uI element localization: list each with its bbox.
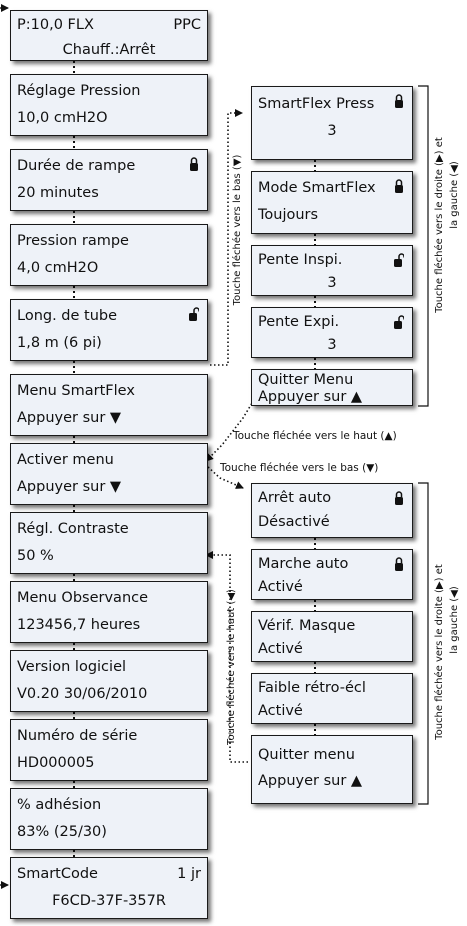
lock-closed-icon [395,557,403,571]
screen-title: Numéro de série [17,728,138,744]
screen-contrast: Régl. Contraste 50 % [10,512,208,574]
screen-value: Appuyer sur ▼ [17,479,122,495]
screen-title: Quitter menu [258,747,355,763]
label-up-arrow-horizontal: Touche fléchée vers le haut (▲) [233,430,397,442]
screen-home-line1: P:10,0 FLX PPC [17,18,201,33]
screen-title: Faible rétro-écl [258,680,366,696]
screen-value: Toujours [258,207,319,223]
screen-value: Appuyer sur ▲ [258,389,363,405]
screen-value: Activé [258,579,303,595]
screen-value: Appuyer sur ▼ [17,410,122,426]
screen-low-backlight: Faible rétro-écl Activé [251,673,413,724]
lock-open-icon [394,315,404,329]
lock-closed-icon [395,94,403,108]
screen-auto-off: Arrêt auto Désactivé [251,483,413,538]
screen-activate-exit: Quitter menu Appuyer sur ▲ [251,735,413,804]
screen-smartcode: SmartCode 1 jr F6CD-37F-357R [10,857,208,919]
lock-closed-icon [395,179,403,193]
screen-mask-check: Vérif. Masque Activé [251,611,413,662]
screen-title: Activer menu [17,452,114,468]
screen-pressure-setting: Réglage Pression 10,0 cmH2O [10,74,208,136]
screen-value: HD000005 [17,755,95,771]
screen-smartflex-mode: Mode SmartFlex Toujours [251,171,413,234]
screen-title: Pente Inspi. [258,252,343,268]
screen-title: Long. de tube [17,308,118,324]
screen-title: Menu Observance [17,590,149,606]
screen-value: 3 [327,337,337,353]
label-down-arrow-vertical: Touche fléchée vers le bas (▼) [232,154,243,306]
screen-title: Marche auto [258,556,349,572]
screen-activate-menu: Activer menu Appuyer sur ▼ [10,443,208,505]
screen-title: Quitter Menu [258,372,354,388]
screen-value: 4,0 cmH2O [17,260,99,276]
screen-value: 123456,7 heures [17,617,141,633]
screen-value: 3 [327,123,337,139]
screen-smartcode-line1: SmartCode 1 jr [17,867,201,882]
lock-closed-icon [395,491,403,505]
screen-value: 50 % [17,548,54,564]
screen-ramp-duration: Durée de rampe 20 minutes [10,149,208,211]
screen-title: % adhésion [17,797,102,813]
screen-value: 3 [327,275,337,291]
screen-title: SmartFlex Press [258,96,375,112]
screen-title: Pente Expi. [258,314,340,330]
label-right-left-arrow-line2: la gauche (◀) [449,161,460,229]
screen-serial-number: Numéro de série HD000005 [10,719,208,781]
screen-tube-length: Long. de tube 1,8 m (6 pi) [10,299,208,361]
screen-value: Appuyer sur ▲ [258,773,363,789]
outer-arrows [0,4,9,889]
screen-expiration-slope: Pente Expi. 3 [251,307,413,358]
screen-software-version: Version logiciel V0.20 30/06/2010 [10,650,208,712]
screen-home-status: P:10,0 FLX [17,17,94,33]
screen-ramp-pressure: Pression rampe 4,0 cmH2O [10,224,208,286]
label-right-left-arrow-line1: Touche fléchée vers le droite (▶) et [434,137,445,313]
screen-title: Durée de rampe [17,158,136,174]
screen-value: V0.20 30/06/2010 [17,686,148,702]
screen-smartflex-pressure: SmartFlex Press 3 [251,86,413,160]
screen-title: Version logiciel [17,659,127,675]
bracket-lines [418,85,429,805]
screen-smartflex-exit: Quitter Menu Appuyer sur ▲ [251,369,413,406]
screen-title: SmartCode [17,866,98,882]
screen-title: Régl. Contraste [17,521,129,537]
screen-value: F6CD-37F-357R [52,893,166,909]
label-down-arrow-horizontal: Touche fléchée vers le bas (▼) [220,462,379,474]
screen-title: Vérif. Masque [258,618,356,634]
screen-title: Réglage Pression [17,83,141,99]
screen-inspiration-slope: Pente Inspi. 3 [251,245,413,296]
screen-title: Arrêt auto [258,490,332,506]
screen-title: Menu SmartFlex [17,383,135,399]
screen-value: Désactivé [258,514,330,530]
lock-open-icon [189,307,199,321]
screen-auto-on: Marche auto Activé [251,549,413,600]
screen-value: 20 minutes [17,185,99,201]
screen-title: Pression rampe [17,233,129,249]
screen-value: 10,0 cmH2O [17,110,108,126]
screen-value: Activé [258,641,303,657]
lock-open-icon [394,253,404,267]
screen-home-mode: PPC [173,17,201,33]
screen-compliance-menu: Menu Observance 123456,7 heures [10,581,208,643]
screen-smartflex-menu: Menu SmartFlex Appuyer sur ▼ [10,374,208,436]
main-column-connectors [73,61,316,857]
screen-home: P:10,0 FLX PPC Chauff.:Arrêt [10,10,208,61]
screen-title: Mode SmartFlex [258,180,376,196]
lock-closed-icon [190,157,198,171]
screen-value: 83% (25/30) [17,824,107,840]
label-right-left-arrow-line1-lower: Touche fléchée vers le droite (▶) et [434,564,445,740]
screen-value: Activé [258,703,303,719]
screen-home-heater: Chauff.:Arrêt [62,42,156,58]
label-right-left-arrow-line2-lower: la gauche (◀) [449,586,460,654]
label-up-arrow-vertical: Touche fléchée vers le haut (◀) [226,589,237,745]
screen-smartcode-days: 1 jr [177,866,201,882]
screen-adherence: % adhésion 83% (25/30) [10,788,208,850]
screen-value: 1,8 m (6 pi) [17,335,102,351]
